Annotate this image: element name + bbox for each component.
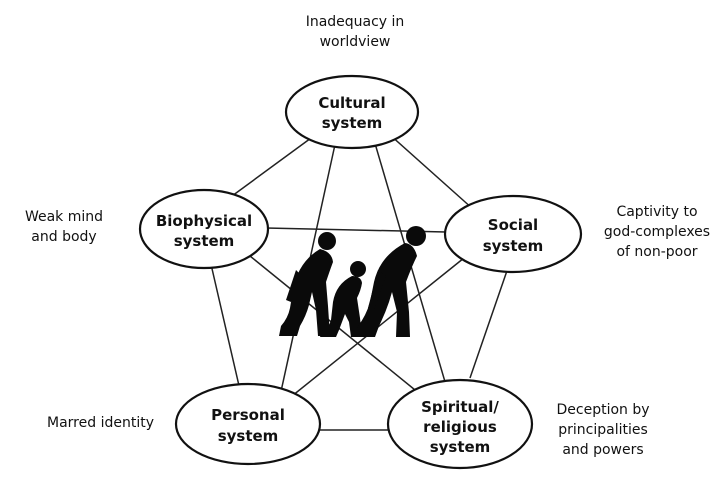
node-cultural-line2: system [322, 114, 383, 132]
node-spiritual-religious-system: Spiritual/ religious system [386, 378, 534, 470]
annotation-personal: Marred identity [47, 415, 154, 431]
node-personal-system: Personal system [174, 382, 322, 466]
node-social-system: Social system [443, 194, 583, 274]
annotation-biophysical: Weak mind and body [24, 209, 104, 245]
node-biophysical-line2: system [174, 232, 235, 250]
figure-left-silhouette [279, 232, 336, 336]
figure-middle-silhouette [320, 261, 366, 337]
node-social-line2: system [483, 237, 544, 255]
node-biophysical-line1: Biophysical [156, 212, 252, 230]
annotation-spiritual: Deception by principalities and powers [556, 402, 650, 458]
node-cultural-system: Cultural system [284, 74, 420, 150]
node-biophysical-system: Biophysical system [138, 188, 270, 270]
bent-figures-illustration [279, 226, 426, 337]
node-social-line1: Social [488, 216, 538, 234]
node-personal-line2: system [218, 427, 279, 445]
edge-personal-biophysical [209, 259, 241, 391]
edge-biophysical-cultural [231, 129, 323, 197]
node-spiritual-line3: system [430, 438, 491, 456]
annotation-cultural: Inadequacy in worldview [305, 14, 405, 50]
node-spiritual-line2: religious [423, 418, 497, 436]
node-personal-line1: Personal [211, 406, 285, 424]
node-cultural-line1: Cultural [318, 94, 385, 112]
node-spiritual-line1: Spiritual/ [421, 398, 499, 416]
annotation-social: Captivity to god-complexes of non-poor [603, 204, 711, 260]
edge-social-spiritual [469, 261, 511, 379]
figure-right-silhouette [355, 226, 426, 337]
